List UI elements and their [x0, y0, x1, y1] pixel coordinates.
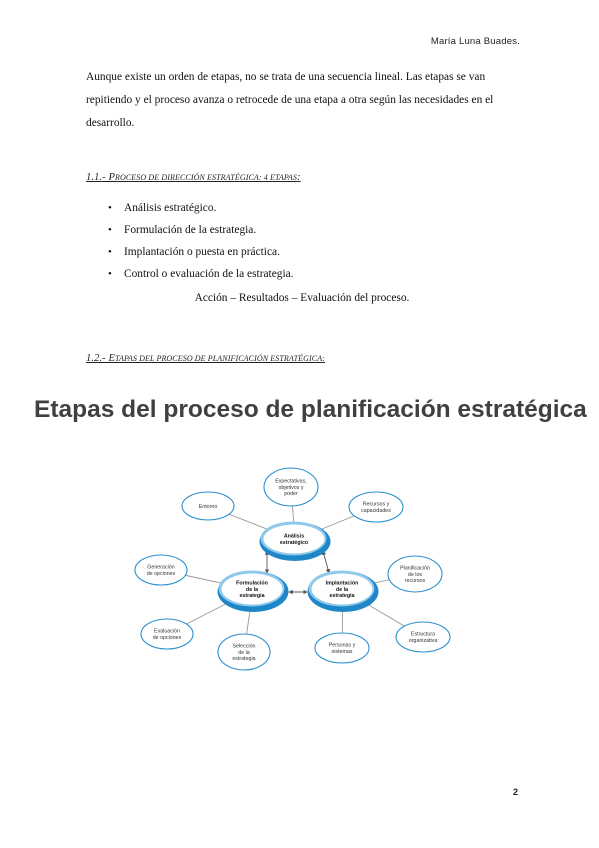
satellite-ellipse	[263, 467, 319, 507]
satellite-node: Entorno	[181, 491, 235, 521]
bullet-icon: •	[108, 224, 112, 236]
satellite-label: Evaluación	[154, 629, 180, 635]
satellite-label: estrategia	[232, 656, 255, 662]
bullet-icon: •	[108, 202, 112, 214]
satellite-ellipse	[134, 554, 188, 586]
satellite-ellipse	[181, 491, 235, 521]
satellite-ellipse	[348, 491, 404, 523]
intro-paragraph: Aunque existe un orden de etapas, no se …	[86, 71, 494, 129]
satellite-ellipse	[140, 618, 194, 650]
central-ellipse	[311, 573, 373, 605]
satellite-label: Estructura	[411, 632, 435, 638]
list-item: • Análisis estratégico.	[108, 197, 508, 219]
section-heading-2-title: tapas del proceso de planificación estra…	[115, 354, 325, 363]
central-label: estratégico	[280, 540, 309, 546]
satellite-ellipse	[217, 633, 271, 671]
satellite-label: sistemas	[332, 649, 353, 655]
process-line: Acción – Resultados – Evaluación del pro…	[194, 292, 410, 304]
central-ellipse	[263, 524, 325, 554]
slide-title: Etapas del proceso de planificación estr…	[34, 396, 587, 423]
satellite-label: de la	[238, 650, 250, 656]
satellite-label: objetivos y	[278, 485, 303, 491]
author-name: María Luna Buades.	[430, 36, 520, 47]
satellite-label: de opciones	[147, 571, 176, 577]
list-item: • Formulación de la estrategia.	[108, 219, 508, 241]
central-ellipse	[221, 573, 283, 605]
central-label: de la	[336, 587, 348, 593]
list-item-text: Análisis estratégico.	[124, 202, 217, 214]
satellite-ellipse	[387, 555, 443, 593]
list-item: • Control o evaluación de la estrategia.	[108, 263, 508, 285]
list-item-text: Implantación o puesta en práctica.	[124, 246, 280, 258]
satellite-label: Entorno	[199, 504, 218, 510]
satellite-label: de opciones	[153, 635, 182, 641]
satellite-label: organizativa	[409, 638, 438, 644]
satellite-label: de los	[408, 572, 422, 578]
list-item: • Implantación o puesta en práctica.	[108, 241, 508, 263]
list-item-text: Formulación de la estrategia.	[124, 224, 257, 236]
satellite-label: recursos	[405, 578, 426, 584]
central-label: de la	[246, 587, 258, 593]
central-label: estrategia	[239, 593, 264, 599]
satellite-ellipse	[314, 632, 370, 664]
central-label: Análisis	[284, 534, 304, 540]
bullet-icon: •	[108, 246, 112, 258]
section-heading-1-end: :	[296, 172, 301, 183]
section-heading-2: 1.2.- Etapas del proceso de planificació…	[86, 353, 325, 364]
list-item-text: Control o evaluación de la estrategia.	[124, 268, 294, 280]
satellite-label: capacidades	[361, 508, 391, 514]
section-heading-2-number: 1.2.- E	[86, 353, 115, 364]
satellite-label: Generación	[147, 565, 174, 571]
section-heading-1-number: 1.1.- P	[86, 172, 115, 183]
central-label: Implantación	[326, 580, 359, 586]
central-label: estrategia	[329, 593, 354, 599]
satellite-label: poder	[284, 491, 298, 497]
arrow-analysis-implantation	[321, 550, 331, 574]
satellite-label: Planificación	[400, 565, 430, 571]
satellite-ellipse	[395, 621, 451, 653]
stages-list: • Análisis estratégico. • Formulación de l…	[108, 197, 508, 285]
page-number: 2	[512, 787, 518, 797]
satellite-label: Recursos y	[363, 502, 390, 508]
bullet-icon: •	[108, 268, 112, 280]
satellite-label: Selección	[233, 643, 256, 649]
section-heading-1-title: roceso de dirección estratégica: 4 etapa…	[115, 173, 297, 182]
central-label: Formulación	[236, 580, 268, 586]
section-heading-1: 1.1.- Proceso de dirección estratégica: …	[86, 172, 301, 183]
satellite-label: Personas y	[329, 643, 356, 649]
satellite-label: Expectativas,	[275, 478, 307, 484]
